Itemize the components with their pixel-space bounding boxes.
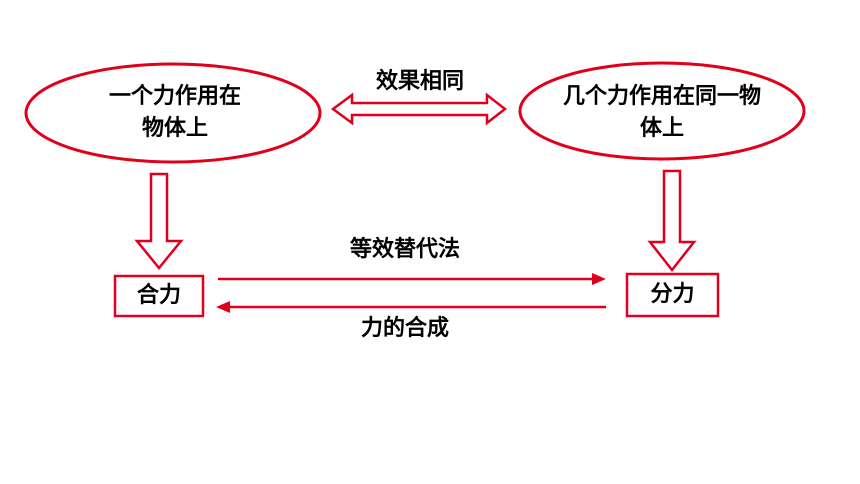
double-arrow-icon <box>330 92 508 126</box>
left-box-label: 合力 <box>136 283 181 308</box>
right-ellipse-line1: 几个力作用在同一物 <box>562 84 761 109</box>
right-ellipse-line2: 体上 <box>639 116 684 141</box>
right-down-arrow-icon <box>647 169 697 273</box>
left-ellipse-text: 一个力作用在 物体上 <box>40 80 310 146</box>
right-ellipse-text: 几个力作用在同一物 体上 <box>522 80 802 146</box>
right-box <box>625 272 720 318</box>
right-ellipse <box>518 61 806 161</box>
left-box <box>113 274 205 318</box>
left-ellipse-line1: 一个力作用在 <box>108 84 241 109</box>
left-ellipse <box>24 62 322 164</box>
left-ellipse-line2: 物体上 <box>141 116 208 141</box>
lower-arrowhead-icon <box>216 301 230 313</box>
middle-relation-top-label: 等效替代法 <box>349 237 460 262</box>
upper-arrowhead-icon <box>592 273 606 285</box>
middle-relation-bottom-label: 力的合成 <box>360 316 449 341</box>
right-box-label: 分力 <box>650 282 695 307</box>
left-down-arrow-icon <box>134 172 184 270</box>
top-relation-label: 效果相同 <box>375 69 464 94</box>
